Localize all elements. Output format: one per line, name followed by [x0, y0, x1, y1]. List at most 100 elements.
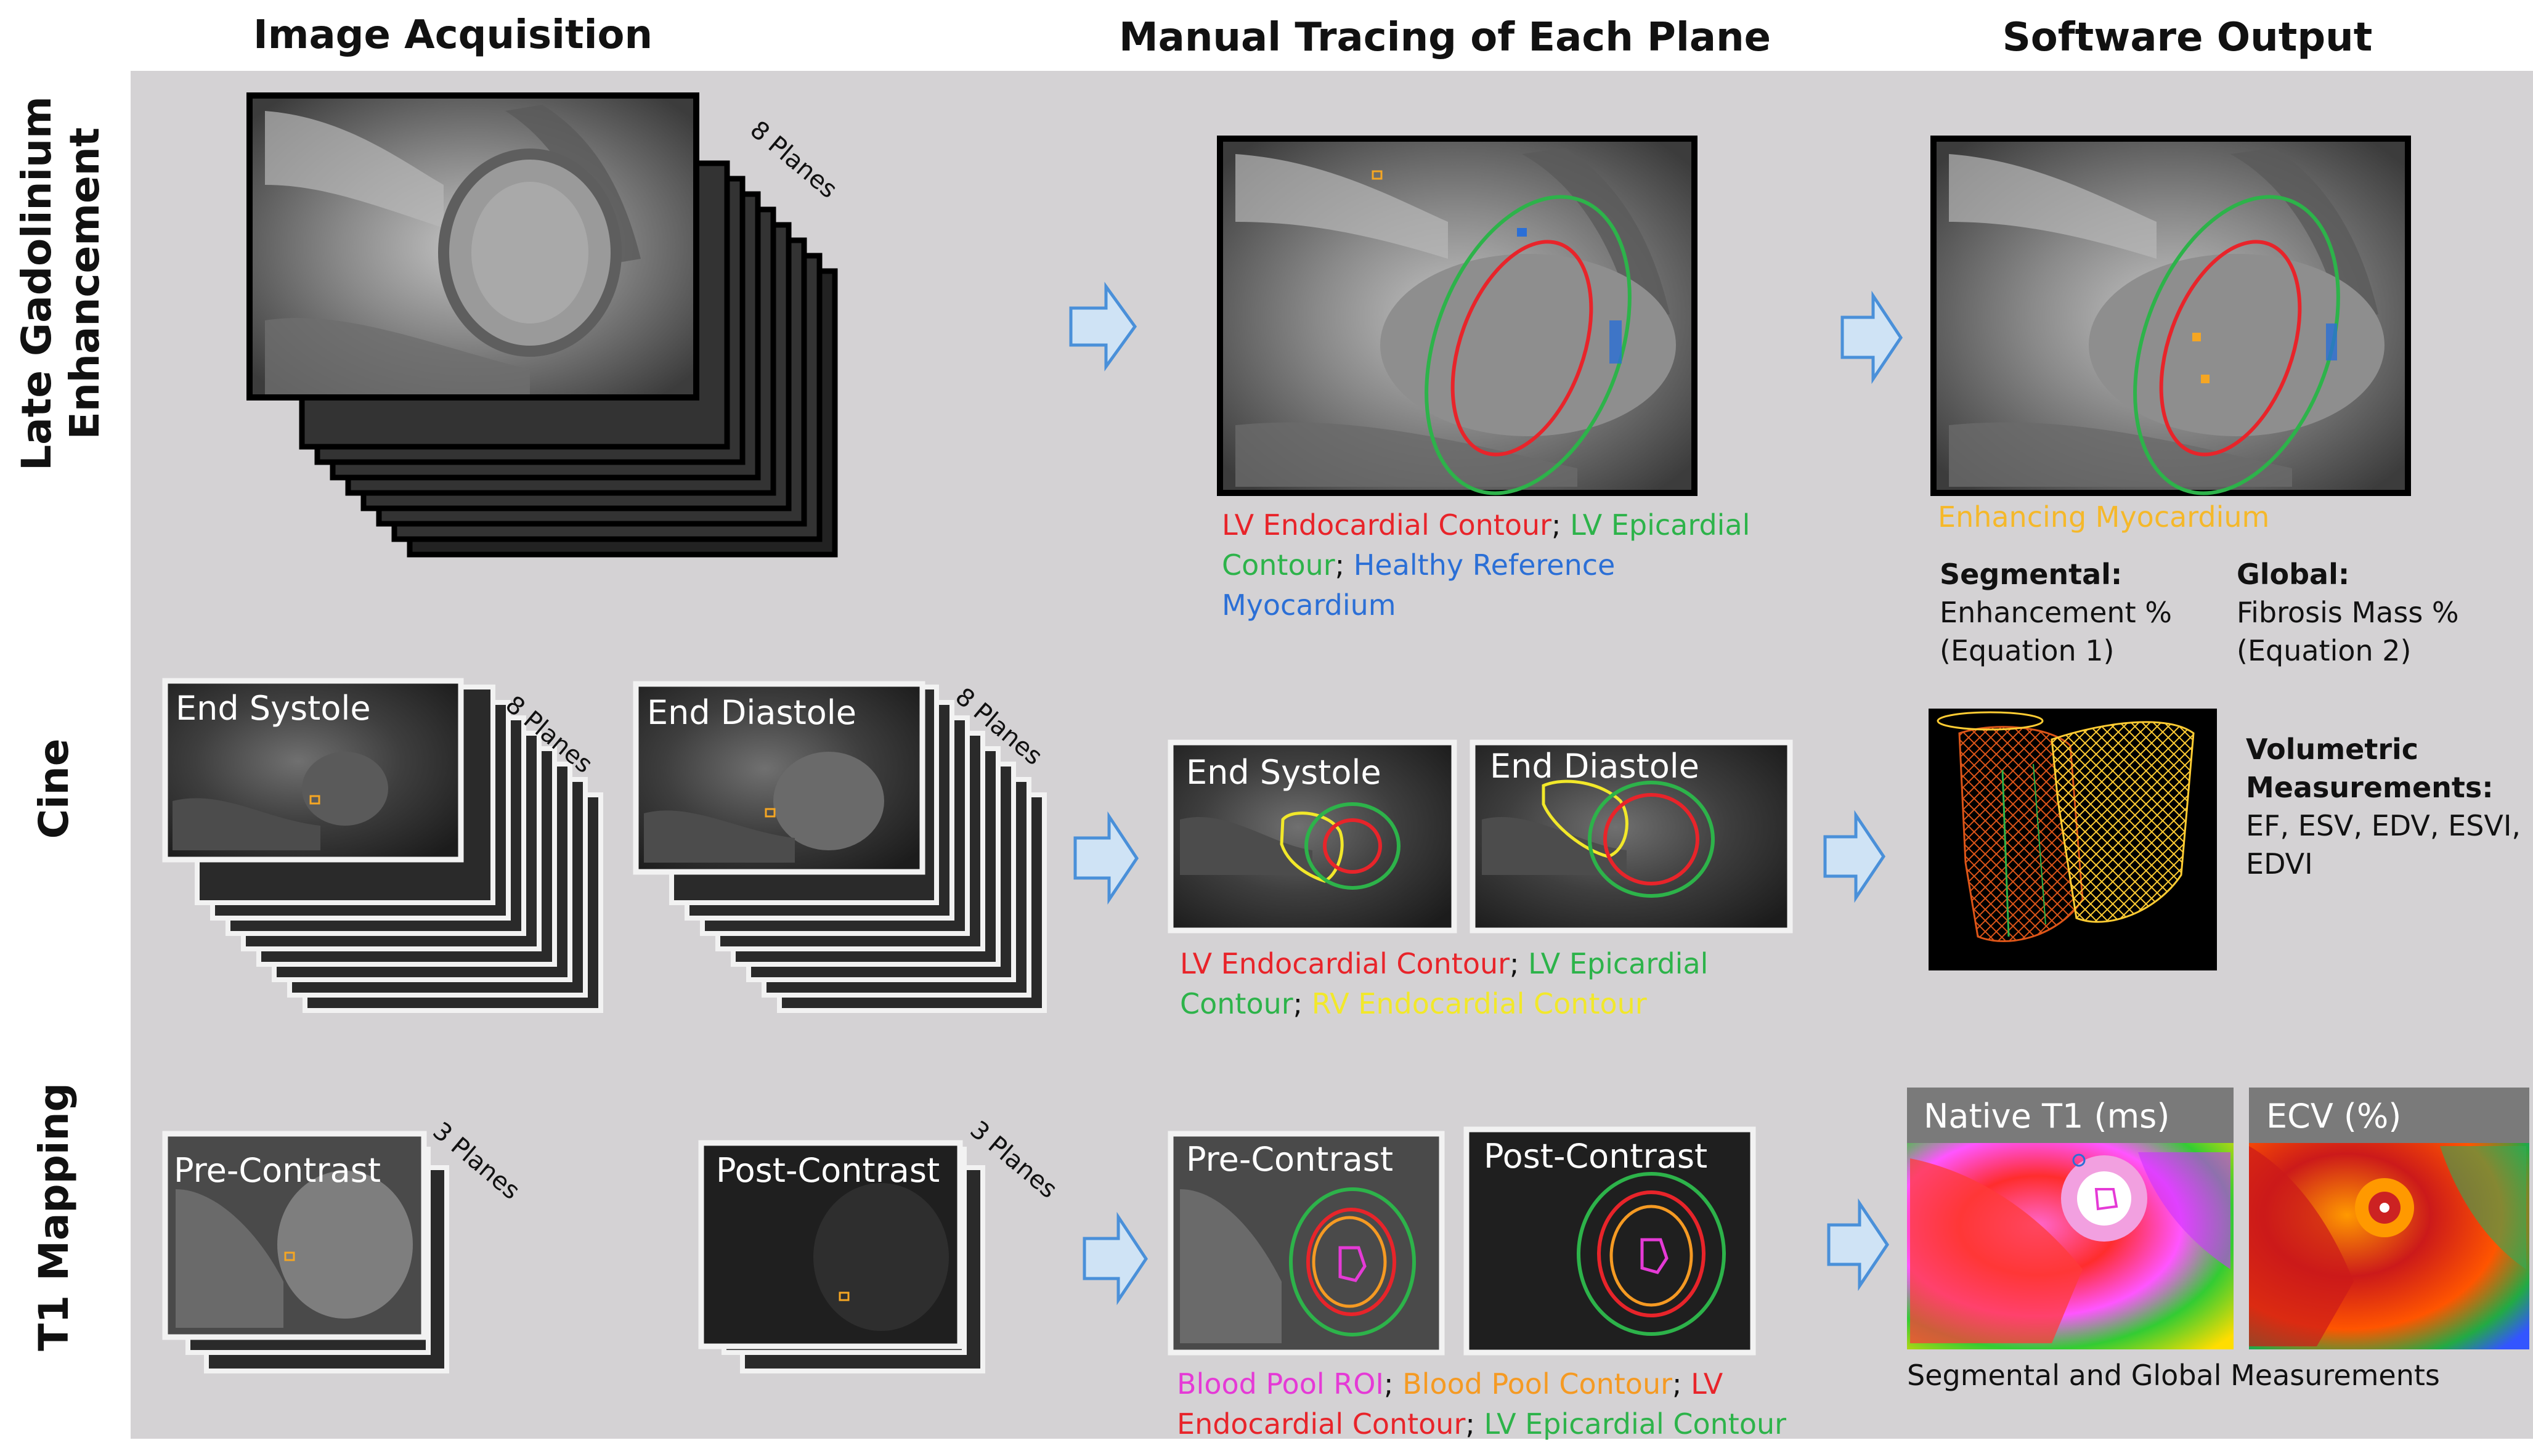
lge-global-line1: Fibrosis Mass % [2237, 596, 2459, 629]
t1-post-bp-roi [1640, 1238, 1669, 1274]
cine-diastole-endo [1603, 793, 1699, 885]
t1-post-front [698, 1140, 963, 1349]
lge-output-epicardial [2133, 195, 2340, 495]
t1-post-endo [1597, 1190, 1706, 1317]
cine-vol-line-2: EDVI [2246, 847, 2313, 881]
cine-systole-rv-contour [1280, 811, 1344, 883]
t1-legend-roi: Blood Pool ROI [1177, 1367, 1384, 1401]
cine-vol-line-1: EF, ESV, EDV, ESVI, [2246, 809, 2521, 842]
lge-output-reference [2326, 323, 2337, 360]
cine-diastole-front [633, 681, 925, 875]
t1-post-bp-contour [1609, 1205, 1693, 1307]
lge-legend-sep2: ; [1335, 548, 1354, 582]
cine-legend-rv: RV Endocardial Contour [1312, 987, 1647, 1020]
t1-post-roi [839, 1291, 850, 1301]
t1-traced-pre [1168, 1131, 1445, 1356]
t1-pre-front [162, 1131, 427, 1340]
t1-legend-sep2: ; [1672, 1367, 1691, 1401]
t1-legend-sep3: ; [1465, 1407, 1484, 1441]
t1-pre-endo [1306, 1208, 1396, 1316]
cine-diastole-label: End Diastole [647, 693, 856, 732]
cine-legend-epi-cont: Contour [1180, 987, 1293, 1020]
native-t1-title: Native T1 (ms) [1924, 1097, 2169, 1136]
arrow-cine-1 [1073, 811, 1139, 905]
lge-reference-marker [1517, 228, 1527, 237]
cine-traced-diastole-label: End Diastole [1490, 747, 1699, 786]
cine-vol-title-1: Volumetric [2246, 733, 2418, 766]
row-heading-lge-line2: Enhancement [61, 128, 108, 440]
arrow-t1-2 [1827, 1198, 1890, 1291]
cine-systole-front [162, 678, 464, 863]
t1-traced-post [1463, 1126, 1756, 1356]
lge-traced-image [1217, 136, 1697, 496]
row-heading-cine: Cine [30, 739, 78, 839]
lge-global-title: Global: [2237, 558, 2349, 591]
t1-legend-epi: LV Epicardial Contour [1484, 1407, 1787, 1441]
t1-tracing-legend: Blood Pool ROI; Blood Pool Contour; LV E… [1177, 1367, 1786, 1441]
t1-post-label: Post-Contrast [716, 1151, 940, 1190]
arrow-cine-2 [1823, 810, 1886, 903]
lge-legend-endo: LV Endocardial Contour [1222, 508, 1551, 542]
t1-pre-bp-roi [1338, 1246, 1367, 1282]
lge-endocardial-contour [1450, 240, 1593, 457]
row-heading-t1: T1 Mapping [30, 1083, 78, 1351]
ecv-title: ECV (%) [2266, 1097, 2401, 1136]
t1-pre-epi [1289, 1187, 1416, 1336]
lge-small-roi [1372, 170, 1383, 180]
cine-traced-systole-label: End Systole [1186, 753, 1381, 792]
cine-legend-epi: LV Epicardial [1528, 947, 1708, 980]
column-heading-output: Software Output [2002, 15, 2373, 60]
cine-systole-label: End Systole [176, 689, 371, 728]
cine-legend-sep2: ; [1293, 987, 1312, 1020]
lge-legend-epi: LV Epicardial [1570, 508, 1750, 542]
column-heading-tracing: Manual Tracing of Each Plane [1119, 15, 1771, 60]
t1-pre-roi [284, 1251, 295, 1261]
lge-output-enhancing-2 [2201, 375, 2210, 383]
t1-post-epi [1577, 1172, 1726, 1336]
lge-epicardial-contour [1425, 195, 1632, 495]
lge-segmental-line2: (Equation 1) [1940, 634, 2115, 667]
t1-measurements-label: Segmental and Global Measurements [1907, 1359, 2440, 1392]
lge-legend-sep1: ; [1551, 508, 1570, 542]
t1-pre-label: Pre-Contrast [174, 1151, 381, 1190]
native-t1-map [1907, 1088, 2234, 1349]
arrow-t1-1 [1083, 1211, 1149, 1306]
cine-legend-endo: LV Endocardial Contour [1180, 947, 1510, 980]
cine-volumetric-render [1929, 709, 2217, 970]
cine-traced-diastole [1470, 739, 1793, 933]
t1-traced-pre-label: Pre-Contrast [1186, 1140, 1393, 1179]
lge-enhancing-label: Enhancing Myocardium [1938, 500, 2269, 534]
ecv-map [2249, 1088, 2529, 1349]
cine-legend-sep1: ; [1510, 947, 1528, 980]
row-heading-lge-line1: Late Gadolinium [13, 96, 60, 471]
lge-tracing-legend: LV Endocardial Contour; LV Epicardial Co… [1222, 508, 1759, 622]
lge-reference-roi [1609, 320, 1622, 364]
cine-systole-endo [1323, 818, 1382, 874]
t1-legend-bp: Blood Pool Contour [1402, 1367, 1672, 1401]
cine-systole-epi [1304, 802, 1401, 890]
lge-segmental-title: Segmental: [1940, 558, 2122, 591]
cine-diastole-rv-contour [1542, 779, 1628, 858]
t1-legend-lv: LV [1691, 1367, 1723, 1401]
t1-pre-bp-contour [1312, 1216, 1387, 1308]
arrow-lge-1 [1069, 282, 1137, 372]
cine-diastole-epi [1588, 781, 1715, 898]
lge-legend-reference-cont: Myocardium [1222, 588, 1396, 622]
lge-output-enhancing-1 [2192, 333, 2201, 341]
lge-output-endocardial [2159, 240, 2302, 457]
cine-traced-systole [1168, 739, 1457, 933]
arrow-lge-2 [1840, 290, 1903, 384]
cine-diastole-roi [765, 808, 776, 818]
lge-acquisition-front-image [246, 92, 699, 401]
cine-systole-roi [309, 795, 320, 805]
t1-traced-post-label: Post-Contrast [1484, 1137, 1707, 1176]
column-heading-acquisition: Image Acquisition [253, 12, 653, 58]
cine-tracing-legend: LV Endocardial Contour; LV Epicardial Co… [1180, 947, 1717, 1020]
lge-legend-reference: Healthy Reference [1354, 548, 1616, 582]
t1-legend-endo: Endocardial Contour [1177, 1407, 1465, 1441]
cine-vol-title-2: Measurements: [2246, 771, 2494, 804]
lge-legend-epi-cont: Contour [1222, 548, 1335, 582]
t1-legend-sep1: ; [1384, 1367, 1402, 1401]
lge-segmental-line1: Enhancement % [1940, 596, 2172, 629]
